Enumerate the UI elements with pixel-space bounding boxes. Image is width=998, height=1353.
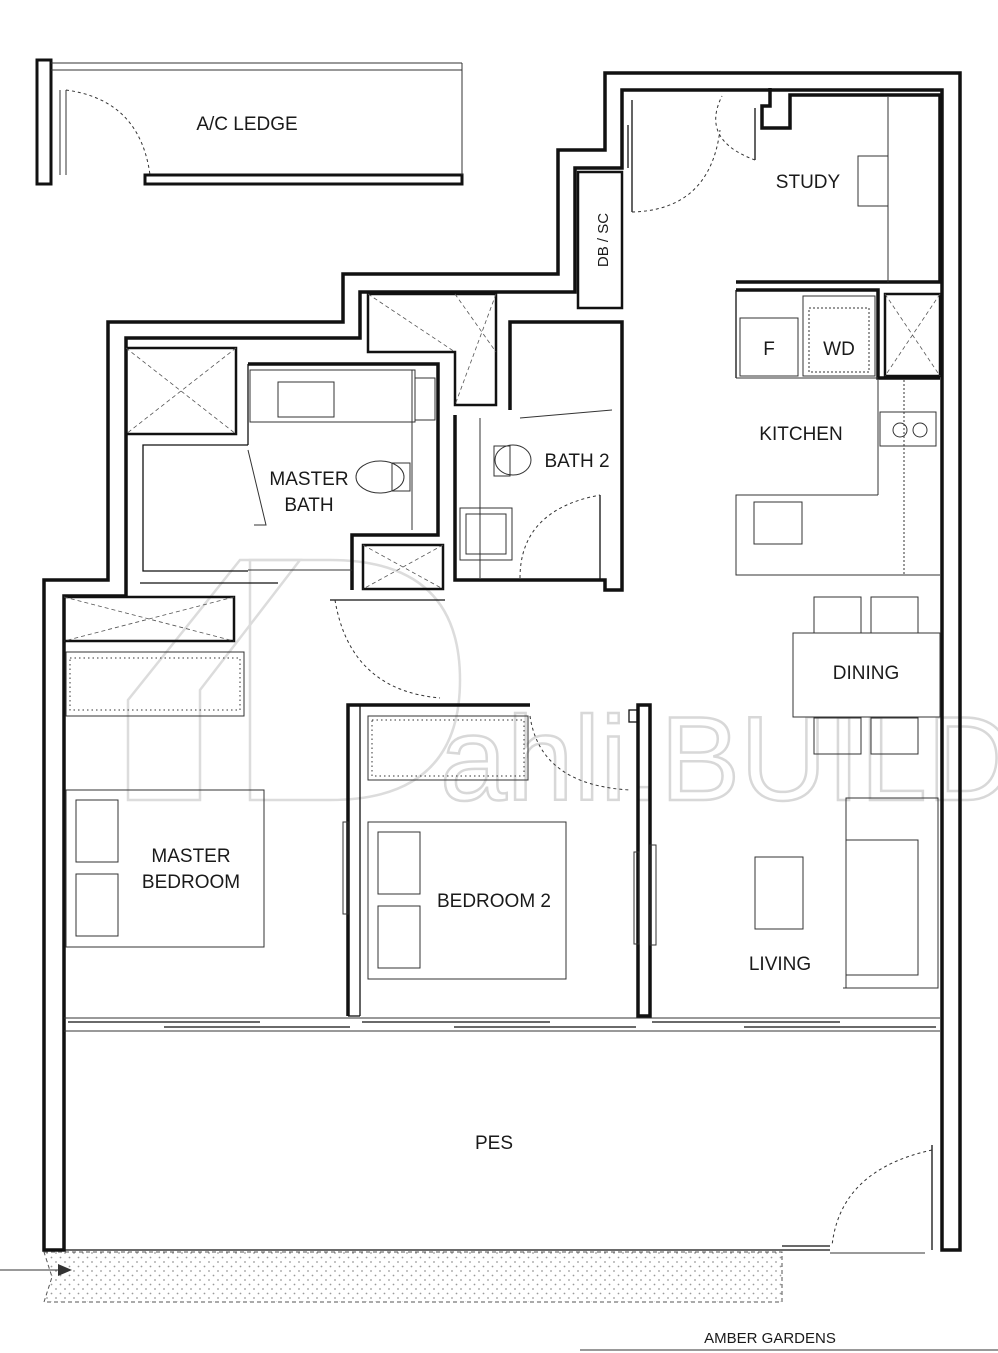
pes: PES [64, 1133, 933, 1254]
hall-door [330, 599, 445, 699]
living: LIVING [749, 797, 939, 989]
ac-ledge: A/C LEDGE [35, 58, 464, 186]
shafts [62, 292, 942, 643]
outer-walls [42, 71, 962, 1252]
entry-arrow-icon [58, 1264, 72, 1276]
master-bath-label-2: BATH [284, 495, 333, 516]
master-bath: MASTER BATH [247, 362, 440, 590]
bath-2: BATH 2 [453, 320, 624, 592]
dining: DINING [792, 596, 941, 755]
kitchen: F WD KITCHEN [735, 288, 940, 576]
bedroom-2-label: BEDROOM 2 [437, 891, 551, 912]
study-label: STUDY [776, 172, 841, 193]
pes-label: PES [475, 1133, 513, 1154]
master-bath-label-1: MASTER [269, 469, 348, 490]
db-sc-label: DB / SC [595, 213, 612, 267]
footer: AMBER GARDENS [580, 1330, 998, 1351]
master-bedroom: MASTER BEDROOM [65, 651, 265, 948]
wd-label: WD [823, 339, 855, 360]
db-sc: DB / SC [576, 170, 624, 310]
bath-2-label: BATH 2 [544, 451, 609, 472]
dining-label: DINING [833, 663, 900, 684]
master-bedroom-label-2: BEDROOM [142, 872, 240, 893]
sliding-doors [64, 1017, 940, 1032]
ac-ledge-label: A/C LEDGE [196, 114, 297, 135]
living-label: LIVING [749, 954, 811, 975]
entry-path [0, 1251, 783, 1303]
master-bedroom-label-1: MASTER [151, 846, 230, 867]
fridge-label: F [763, 339, 775, 360]
master-bath-closet [140, 444, 278, 584]
bedroom-2: BEDROOM 2 [342, 703, 657, 1018]
study: STUDY [627, 88, 942, 284]
footer-label: AMBER GARDENS [704, 1330, 836, 1347]
kitchen-label: KITCHEN [759, 424, 842, 445]
